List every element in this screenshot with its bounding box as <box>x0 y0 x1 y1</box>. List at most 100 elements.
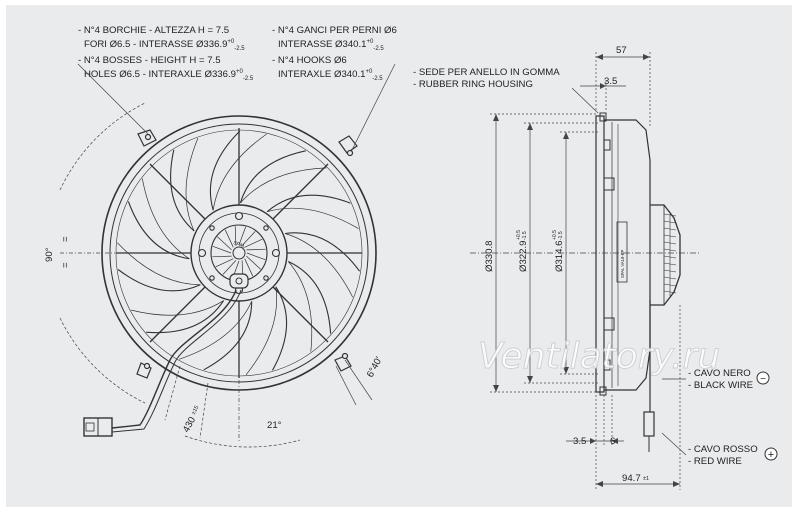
tol-336-it-upper: +0 <box>227 38 235 45</box>
motor-fin <box>663 283 677 287</box>
motor-center <box>232 246 246 260</box>
note-hooks-it-text: INTERASSE Ø340.1 <box>278 38 367 50</box>
motor-fins <box>663 213 677 294</box>
note-hooks-en-line1: - N°4 HOOKS Ø6 <box>272 55 347 67</box>
dim-d314-6-value: Ø314.6 <box>554 241 565 272</box>
dim-angle-6-40: 6°40' <box>365 355 385 379</box>
fan-blade-trailing-edge <box>117 242 201 286</box>
motor-ribs <box>212 226 266 280</box>
dim-angle-90: 90° <box>44 247 55 262</box>
side-label: SPAL VA18-BP <box>620 249 625 278</box>
tol-336-en-lower: -2.5 <box>242 75 254 82</box>
dim-d330-8: Ø330.8 <box>484 241 495 272</box>
dim-3-5-bottom: 3.5 <box>573 436 586 447</box>
motor-rib <box>238 226 247 246</box>
motor-rib <box>246 255 261 270</box>
plus-symbol: + <box>764 447 778 461</box>
fan-blade-edge <box>127 201 190 260</box>
cable-outlet-hole <box>235 277 243 285</box>
dim-d314-6: Ø314.6 +0.5 -1.5 <box>552 230 565 272</box>
cable <box>111 289 237 429</box>
note-hooks-en-text: INTERAXLE Ø340.1 <box>278 68 366 80</box>
fan-blade-trailing-edge <box>284 233 354 298</box>
dim-wire-length: 430 ±15 <box>181 405 200 435</box>
note-ring: - SEDE PER ANELLO IN GOMMA - RUBBER RING… <box>413 67 560 90</box>
note-hooks: - N°4 GANCI PER PERNI Ø6 INTERASSE Ø340.… <box>272 25 397 85</box>
fan-blade-edge <box>288 261 332 334</box>
drawing-frame <box>6 5 792 507</box>
tol-340-en-lower: -2.5 <box>372 75 383 82</box>
note-bosses-en-line1: - N°4 BOSSES - HEIGHT H = 7.5 <box>78 55 221 67</box>
fan-blade-trailing-edge <box>212 133 267 211</box>
dim-d322-9-tol-lower: -1.5 <box>522 231 528 240</box>
tol-340-en-upper: +0 <box>365 68 373 75</box>
tol-336-it-lower: -2.5 <box>234 45 245 52</box>
fan-blade-trailing-edge <box>131 300 224 316</box>
note-hooks-en-line2: INTERAXLE Ø340.1+0-2.5 <box>272 67 397 86</box>
rubber-ring-seat <box>599 112 607 122</box>
motor-fin <box>663 234 677 238</box>
dim-width-57: 57 <box>616 45 627 56</box>
svg-text:−: − <box>760 374 766 385</box>
note-bosses-it-line2: FORI Ø6.5 - INTERASSE Ø336.9+0-2.5 <box>78 37 253 56</box>
side-label-plate <box>616 221 628 283</box>
front-dimensions <box>59 102 373 448</box>
motor-fin <box>663 255 677 259</box>
fan-blade-trailing-edge <box>185 137 199 232</box>
motor-housing <box>650 204 681 306</box>
note-black-it: - CAVO NERO <box>688 368 751 379</box>
shroud-clips <box>603 139 615 371</box>
cable-second-wire <box>111 289 242 433</box>
arrowheads <box>493 54 680 487</box>
front-view <box>83 115 377 437</box>
dim-3-5-top: 3.5 <box>604 76 617 87</box>
note-bosses-it-line1: - N°4 BORCHIE - ALTEZZA H = 7.5 <box>78 25 230 36</box>
note-bosses: - N°4 BORCHIE - ALTEZZA H = 7.5 FORI Ø6.… <box>78 25 253 85</box>
motor-fin <box>663 269 677 273</box>
dim-94-7: 94.7 <box>622 473 641 484</box>
motor-rib <box>244 238 263 248</box>
arc-21 <box>184 435 301 448</box>
motor-rib <box>241 231 256 246</box>
note-black-en: - BLACK WIRE <box>688 379 754 391</box>
motor-rib <box>222 260 237 275</box>
note-red-wire: - CAVO ROSSO - RED WIRE <box>688 444 758 467</box>
motor-rib <box>212 255 232 258</box>
fan-blade-trailing-edge <box>245 286 277 376</box>
dim-d314-6-tol-lower: -1.5 <box>558 231 564 240</box>
side-wire-clip <box>643 411 655 437</box>
hub-label: SPAL <box>232 240 246 250</box>
motor-fin <box>663 227 677 231</box>
side-view <box>595 112 681 452</box>
note-ring-it: - SEDE PER ANELLO IN GOMMA <box>413 67 560 78</box>
minus-symbol: − <box>756 371 770 385</box>
dim-angle-21: 21° <box>267 420 282 431</box>
motor-rib <box>246 248 266 251</box>
note-bosses-it-text: FORI Ø6.5 - INTERASSE Ø336.9 <box>84 38 228 50</box>
hub-outer <box>190 204 288 302</box>
fan-blade-trailing-edge <box>267 207 359 229</box>
watermark: Ventilatory.ru <box>478 336 720 377</box>
motor-rib <box>224 229 234 248</box>
motor-rib <box>246 252 266 261</box>
motor-fin <box>663 290 677 294</box>
note-leaders <box>77 63 687 456</box>
motor-rib <box>215 258 234 268</box>
fan-blade-edge <box>117 269 201 292</box>
note-ring-en: - RUBBER RING HOUSING <box>413 78 533 90</box>
fan-blade-edge <box>209 130 241 211</box>
note-black-wire: - CAVO NERO - BLACK WIRE <box>688 368 753 391</box>
note-red-it: - CAVO ROSSO <box>688 444 758 455</box>
support-arms <box>116 128 362 378</box>
dim-d322-9: Ø322.9 +0.5 -1.5 <box>516 230 529 272</box>
side-dimensions <box>470 52 700 490</box>
fan-blade-edge <box>170 149 195 232</box>
dim-94-7-tol: ±1 <box>643 476 649 482</box>
dim-eq-top: = <box>60 236 71 242</box>
fan-blade-edge <box>239 150 306 204</box>
note-bosses-en-text: HOLES Ø6.5 - INTERAXLE Ø336.9 <box>84 68 236 80</box>
tol-340-it-lower: -2.5 <box>373 45 384 52</box>
note-hooks-it-line2: INTERASSE Ø340.1+0-2.5 <box>272 37 397 56</box>
arc-90 <box>59 102 146 191</box>
